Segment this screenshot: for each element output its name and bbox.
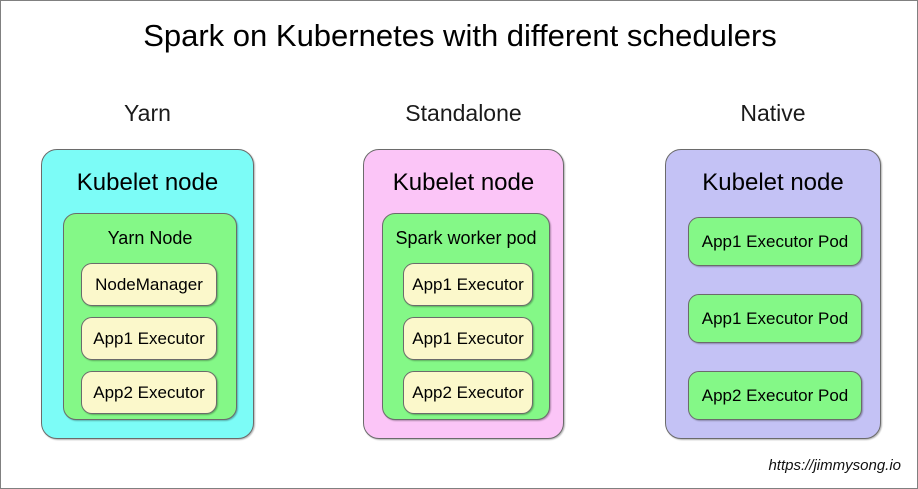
leaf-native-app1-executor-pod-2: App1 Executor Pod bbox=[688, 294, 862, 343]
leaf-standalone-app1-executor-1: App1 Executor bbox=[403, 263, 533, 306]
leaf-native-app2-executor-pod-label: App2 Executor Pod bbox=[701, 385, 849, 405]
leaf-yarn-app1-executor: App1 Executor bbox=[81, 317, 217, 360]
kubelet-node-native-label: Kubelet node bbox=[702, 169, 844, 196]
leaf-yarn-app2-executor: App2 Executor bbox=[81, 371, 217, 414]
kubelet-node-yarn-label: Kubelet node bbox=[76, 169, 219, 196]
leaf-yarn-app2-executor-label: App2 Executor bbox=[93, 382, 205, 402]
column-heading-native: Native bbox=[740, 100, 806, 126]
leaf-native-app1-executor-pod-1-label: App1 Executor Pod bbox=[701, 231, 849, 251]
spark-worker-pod: Spark worker pod App1 Executor App1 Exec… bbox=[382, 213, 550, 420]
leaf-standalone-app1-executor-2: App1 Executor bbox=[403, 317, 533, 360]
leaf-native-app2-executor-pod: App2 Executor Pod bbox=[688, 371, 862, 420]
spark-worker-pod-label: Spark worker pod bbox=[395, 228, 537, 248]
column-heading-yarn: Yarn bbox=[124, 100, 171, 126]
leaf-native-app1-executor-pod-1: App1 Executor Pod bbox=[688, 217, 862, 266]
leaf-yarn-app1-executor-label: App1 Executor bbox=[93, 328, 205, 348]
leaf-node-manager: NodeManager bbox=[81, 263, 217, 306]
column-heading-standalone: Standalone bbox=[405, 100, 522, 126]
kubelet-node-yarn: Kubelet node Yarn Node NodeManager App1 … bbox=[41, 149, 254, 439]
leaf-standalone-app2-executor: App2 Executor bbox=[403, 371, 533, 414]
yarn-node-label: Yarn Node bbox=[107, 228, 193, 248]
kubelet-node-standalone: Kubelet node Spark worker pod App1 Execu… bbox=[363, 149, 564, 439]
leaf-standalone-app1-executor-1-label: App1 Executor bbox=[412, 274, 524, 294]
leaf-native-app1-executor-pod-2-label: App1 Executor Pod bbox=[701, 308, 849, 328]
leaf-node-manager-label: NodeManager bbox=[95, 274, 203, 294]
kubelet-node-native: Kubelet node App1 Executor Pod App1 Exec… bbox=[665, 149, 881, 439]
leaf-standalone-app2-executor-label: App2 Executor bbox=[412, 382, 524, 402]
watermark-url: https://jimmysong.io bbox=[768, 457, 901, 474]
page-title: Spark on Kubernetes with different sched… bbox=[143, 18, 777, 53]
yarn-node: Yarn Node NodeManager App1 Executor App2… bbox=[63, 213, 237, 420]
leaf-standalone-app1-executor-2-label: App1 Executor bbox=[412, 328, 524, 348]
kubelet-node-standalone-label: Kubelet node bbox=[392, 169, 535, 196]
